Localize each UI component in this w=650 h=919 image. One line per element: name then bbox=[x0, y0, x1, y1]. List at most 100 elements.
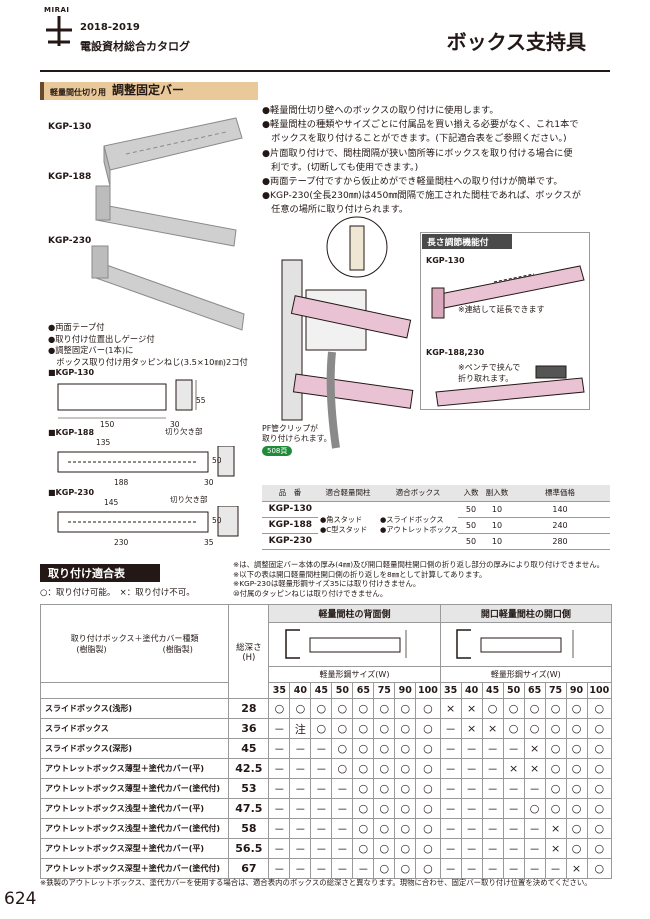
fit-cell: － bbox=[439, 818, 462, 839]
fit-cell: ○ bbox=[373, 738, 396, 759]
size-cell: 50 bbox=[502, 682, 525, 699]
fit-cell: － bbox=[331, 838, 354, 859]
fit-box-name: アウトレットボックス浅型＋塗代カバー(塗代付) bbox=[39, 818, 230, 839]
fit-cell: － bbox=[289, 778, 312, 799]
size-label: 軽量形鋼サイズ(W) bbox=[439, 666, 613, 683]
fit-cell: － bbox=[481, 798, 504, 819]
fit-cell: ○ bbox=[415, 738, 441, 759]
fit-cell: － bbox=[310, 838, 333, 859]
fit-col-box-sub: (樹脂製) (樹脂製) bbox=[76, 644, 193, 654]
fit-cell: － bbox=[502, 818, 525, 839]
fit-box-name: アウトレットボックス浅型＋塗代カバー(平) bbox=[39, 798, 230, 819]
fit-box-name: スライドボックス(浅形) bbox=[39, 698, 230, 719]
accessories-list: ●両面テープ付 ●取り付け位置出しゲージ付 ●調整固定バー(1本)に ボックス取… bbox=[48, 322, 248, 368]
fit-cell: － bbox=[289, 818, 312, 839]
fit-cell: － bbox=[289, 838, 312, 859]
fit-depth: 67 bbox=[228, 858, 270, 879]
dim-value: 30 bbox=[204, 478, 214, 487]
size-cell: 75 bbox=[544, 682, 567, 699]
fit-cell: － bbox=[502, 798, 525, 819]
fit-cell: ○ bbox=[565, 758, 588, 779]
fit-cell: ○ bbox=[415, 718, 441, 739]
fit-cell: － bbox=[439, 718, 462, 739]
fit-box-name: アウトレットボックス深型＋塗代カバー(平) bbox=[39, 838, 230, 859]
size-label: 軽量形鋼サイズ(W) bbox=[268, 666, 441, 683]
feature-item: ボックスを取り付けることができます。(下記適合表をご参照ください。) bbox=[262, 133, 567, 145]
fit-note: ※以下の表は開口軽量間柱開口側の折り返しを8㎜として計算してあります。 bbox=[233, 569, 487, 579]
fit-depth: 56.5 bbox=[228, 838, 270, 859]
fit-cell: － bbox=[523, 858, 546, 879]
fit-cell: ○ bbox=[373, 818, 396, 839]
fit-cell: － bbox=[310, 738, 333, 759]
fit-cell: － bbox=[481, 858, 504, 879]
back-side-diagram bbox=[268, 622, 441, 667]
accessory-item: ●調整固定バー(1本)に bbox=[48, 345, 134, 355]
fit-cell: － bbox=[289, 798, 312, 819]
box-item: ●アウトレットボックス bbox=[380, 525, 458, 534]
fit-cell: ○ bbox=[565, 718, 588, 739]
fit-cell: － bbox=[502, 838, 525, 859]
fit-cell: － bbox=[460, 838, 483, 859]
dim-value: 135 bbox=[96, 438, 111, 447]
fit-cell: － bbox=[439, 738, 462, 759]
catalog-name: 電設資材総合カタログ bbox=[80, 40, 190, 53]
fit-cell: 注 bbox=[289, 718, 312, 739]
size-cell: 35 bbox=[439, 682, 462, 699]
th-code: 品 番 bbox=[262, 485, 318, 502]
table-row: KGP-230 50 10 280 bbox=[262, 533, 610, 550]
feature-item: ●片面取り付けで、間柱間隔が狭い箇所等にボックスを取り付ける場合に便 bbox=[262, 147, 573, 159]
page-ref[interactable]: 508頁 bbox=[262, 446, 293, 456]
catalog-years: 2018-2019 bbox=[80, 22, 140, 33]
fit-depth: 47.5 bbox=[228, 798, 270, 819]
fit-depth: 45 bbox=[228, 738, 270, 759]
fit-cell: × bbox=[544, 818, 567, 839]
fit-cell: ○ bbox=[523, 798, 546, 819]
dim-note: 切り欠き部 bbox=[170, 495, 208, 504]
fit-cell: － bbox=[523, 778, 546, 799]
fit-cell: ○ bbox=[310, 718, 333, 739]
fit-depth: 58 bbox=[228, 818, 270, 839]
fit-cell: － bbox=[439, 758, 462, 779]
fit-cell: － bbox=[310, 798, 333, 819]
fit-cell: ○ bbox=[331, 718, 354, 739]
extend-illustration bbox=[431, 265, 585, 319]
dim-value: 230 bbox=[114, 538, 129, 547]
fit-cell: × bbox=[502, 758, 525, 779]
fit-cell: × bbox=[544, 838, 567, 859]
pliers-illustration bbox=[435, 365, 585, 407]
sub-qty: 10 bbox=[484, 533, 510, 550]
fit-cell: － bbox=[439, 798, 462, 819]
fit-cell: － bbox=[439, 838, 462, 859]
dim-label-kgp230: ■KGP-230 bbox=[48, 488, 95, 497]
size-cell: 65 bbox=[523, 682, 546, 699]
fit-cell: － bbox=[310, 858, 333, 879]
price: 140 bbox=[510, 501, 610, 518]
kgp130-dim-drawing bbox=[57, 379, 197, 419]
fit-cell: ○ bbox=[373, 698, 396, 719]
size-cell: 65 bbox=[352, 682, 375, 699]
kgp188-dim-drawing bbox=[57, 446, 235, 477]
dim-value: 30 bbox=[170, 420, 180, 429]
pliers-text: 折り取れます。 bbox=[458, 374, 514, 383]
product-code: KGP-188 bbox=[262, 517, 318, 534]
table-row: KGP-188 50 10 240 bbox=[262, 517, 610, 534]
category-label: 調整固定バー bbox=[112, 83, 185, 97]
fit-cell: ○ bbox=[352, 778, 375, 799]
fit-cell: － bbox=[523, 818, 546, 839]
product-label-kgp130: KGP-130 bbox=[48, 122, 92, 132]
installation-illustration bbox=[281, 216, 414, 449]
size-cell: 35 bbox=[268, 682, 291, 699]
th-stud: 適合軽量間柱 bbox=[318, 485, 378, 502]
fit-cell: － bbox=[331, 858, 354, 879]
dim-value: 145 bbox=[104, 498, 119, 507]
fit-cell: ○ bbox=[415, 798, 441, 819]
fit-cell: － bbox=[268, 738, 291, 759]
back-stud-diagram-icon bbox=[284, 628, 406, 659]
fit-cell: － bbox=[502, 738, 525, 759]
open-side-diagram bbox=[439, 622, 613, 667]
fit-cell: ○ bbox=[352, 818, 375, 839]
footer-note: ※鉄製のアウトレットボックス、塗代カバーを使用する場合は、適合表内のボックスの総… bbox=[40, 878, 592, 887]
logo-text: MIRAI bbox=[44, 6, 70, 14]
fit-note: ※は、調整固定バー本体の厚み(4㎜)及び開口軽量間柱開口側の折り返し部分の厚みに… bbox=[233, 560, 605, 569]
th-subqty: 副入数 bbox=[484, 485, 510, 502]
